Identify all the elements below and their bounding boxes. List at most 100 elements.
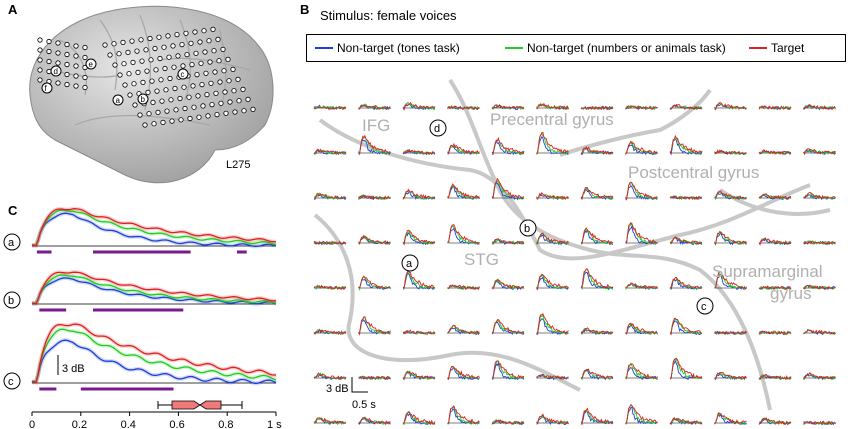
svg-text:3 dB: 3 dB (62, 363, 85, 375)
electrode-dot (116, 51, 122, 57)
grid-trace (758, 149, 792, 156)
grid-trace (580, 368, 614, 380)
grid-trace (536, 313, 569, 335)
grid-trace (758, 285, 792, 290)
electrode-dot (73, 43, 79, 49)
grid-trace (758, 105, 792, 111)
grid-trace (358, 134, 391, 155)
electrode-dot (209, 102, 215, 108)
electrode-dot (206, 38, 212, 44)
grid-trace (625, 181, 658, 201)
electrode-dot (148, 57, 154, 63)
electrode-dot (177, 95, 183, 102)
electrode-dot (168, 97, 174, 103)
panel-label-c: C (8, 203, 18, 218)
electrode-marker-e (85, 58, 97, 70)
grid-trace (491, 238, 525, 245)
electrode-dot (236, 98, 242, 104)
subject-label: L275 (226, 159, 250, 171)
grid-trace (580, 187, 614, 201)
electrode-dot (193, 50, 199, 56)
panel-label-a: A (8, 2, 18, 17)
panel-c-trace (31, 277, 277, 305)
electrode-dot (202, 49, 208, 55)
electrode-dot (154, 88, 160, 94)
grid-trace (447, 365, 480, 381)
grid-trace (714, 102, 747, 111)
grid-trace (803, 284, 836, 290)
grid-trace (714, 149, 747, 155)
grid-trace (536, 313, 569, 335)
grid-trace (358, 235, 391, 246)
grid-trace (669, 195, 703, 201)
electrode-dot (138, 37, 144, 43)
electrode-dot (157, 55, 163, 62)
grid-trace (625, 362, 658, 380)
electrode-dot (217, 79, 223, 85)
electrode-dot (200, 103, 206, 109)
electrode-dot (232, 109, 238, 115)
grid-trace (491, 278, 525, 290)
grid-trace (625, 221, 658, 245)
grid-trace (447, 104, 480, 110)
svg-text:d: d (434, 123, 440, 135)
grid-trace (803, 372, 836, 381)
grid-trace (491, 180, 525, 200)
grid-trace (669, 317, 703, 336)
row-label-b: b (3, 291, 21, 309)
x-tick-label: 0 (29, 419, 35, 429)
svg-text:0.5 s: 0.5 s (352, 399, 376, 411)
grid-trace (669, 417, 703, 425)
grid-trace (358, 375, 391, 380)
electrode-dot (197, 39, 203, 45)
grid-trace (313, 372, 347, 380)
electrode-dot (199, 82, 205, 88)
electrode-dot (55, 40, 61, 46)
electrode-dot (226, 78, 232, 84)
electrode-dot (160, 119, 166, 126)
grid-marker-a: a (401, 254, 419, 272)
electrode-marker-a (112, 94, 124, 106)
electrode-dot (37, 77, 43, 83)
electrode-dot (218, 100, 224, 106)
electrode-dot (73, 83, 79, 89)
grid-trace (536, 318, 569, 335)
grid-trace (580, 186, 614, 201)
legend-swatch-green (505, 47, 523, 49)
electrode-dot (131, 81, 137, 87)
svg-text:b: b (524, 223, 530, 235)
electrode-dot (55, 60, 61, 66)
electrode-dot (179, 41, 185, 48)
grid-trace (669, 357, 703, 380)
panel-c-trace (31, 208, 277, 247)
electrode-trace-grid: d b a c 3 dB 0.5 s (313, 78, 836, 426)
electrode-dot (204, 92, 210, 98)
legend-box: Non-target (tones task) Non-target (numb… (306, 34, 846, 62)
grid-trace (803, 148, 836, 156)
grid-trace (625, 404, 658, 425)
grid-trace (358, 275, 391, 290)
svg-text:b: b (8, 295, 14, 307)
electrode-dot (142, 122, 148, 128)
electrode-dot (195, 93, 201, 99)
grid-trace (447, 408, 480, 425)
svg-text:a: a (8, 237, 15, 249)
electrode-dot (190, 83, 196, 89)
electrode-dot (178, 117, 184, 123)
grid-trace (714, 411, 747, 425)
electrode-dot (130, 59, 136, 66)
electrode-dot (187, 115, 193, 122)
electrode-dot (145, 89, 151, 96)
electrode-dot (175, 53, 181, 59)
grid-trace (625, 283, 658, 290)
grid-trace (313, 329, 347, 336)
grid-trace (669, 278, 703, 291)
grid-trace (491, 419, 525, 425)
electrode-dot (37, 47, 43, 53)
grid-trace (669, 236, 703, 245)
grid-trace (714, 271, 747, 290)
grid-trace (402, 232, 436, 246)
grid-marker-c: c (696, 297, 714, 315)
grid-trace (669, 320, 703, 335)
